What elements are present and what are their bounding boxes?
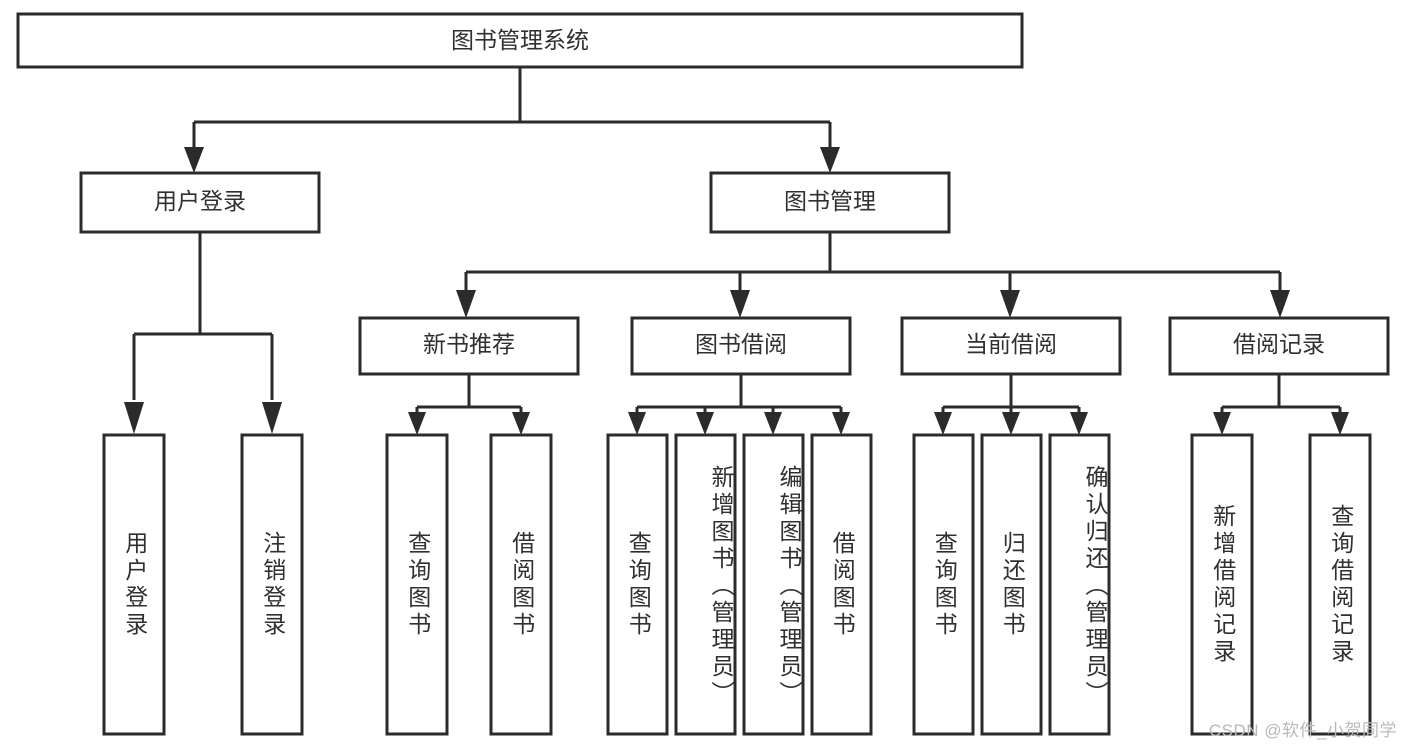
leaf-newbook-query-textwrap: 查询图书 (404, 530, 431, 639)
leaf-currentborrow-return-textwrap: 归还图书 (999, 530, 1026, 639)
leaf-bookborrow-query-box[interactable] (606, 433, 669, 736)
leaf-currentborrow-confirm-box[interactable] (1048, 433, 1111, 736)
node-root[interactable]: 图书管理系统 (16, 12, 1024, 69)
leaf-newbook-query-box[interactable] (385, 433, 449, 736)
leaf-currentborrow-return[interactable]: 归还图书 (980, 433, 1043, 736)
leaf-user-login-login-label: 用户登录 (121, 530, 148, 639)
arrow-cb-leaf3-icon (1070, 412, 1088, 435)
arrow-br-leaf1-icon (1213, 412, 1231, 435)
leaf-bookborrow-edit-label: 编辑图书（管理员） (776, 465, 802, 708)
arrow-br-leaf2-icon (1331, 412, 1349, 435)
node-current-borrow[interactable]: 当前借阅 (900, 316, 1122, 376)
arrow-cb-leaf1-icon (934, 412, 952, 435)
leaf-bookborrow-borrow-label: 借阅图书 (829, 530, 856, 639)
node-borrow-record-box[interactable] (1168, 316, 1390, 376)
leaf-newbook-query[interactable]: 查询图书 (385, 433, 449, 736)
leaf-bookborrow-add-box[interactable] (674, 433, 737, 736)
arrow-to-new-book-icon (456, 290, 476, 318)
arrow-cb-leaf2-icon (1002, 412, 1020, 435)
leaf-borrowrecord-add[interactable]: 新增借阅记录 (1190, 433, 1254, 736)
leaf-user-login-login-box[interactable] (102, 433, 166, 736)
node-current-borrow-box[interactable] (900, 316, 1122, 376)
leaf-user-login-logout[interactable]: 注销登录 (240, 433, 304, 736)
node-book-manage-box[interactable] (709, 171, 951, 234)
arrow-to-book-manage-icon (820, 147, 840, 173)
leaf-bookborrow-edit[interactable]: 编辑图书（管理员） (742, 433, 805, 736)
arrow-bb-leaf1-icon (628, 412, 646, 435)
leaf-currentborrow-confirm-textwrap: 确认归还（管理员） (1082, 465, 1108, 708)
arrow-bb-leaf3-icon (764, 412, 782, 435)
node-user-login-label: 用户登录 (154, 188, 246, 214)
node-book-borrow-label: 图书借阅 (695, 331, 787, 357)
leaf-bookborrow-query[interactable]: 查询图书 (606, 433, 669, 736)
arrow-to-user-login-icon (184, 147, 204, 173)
leaf-bookborrow-query-textwrap: 查询图书 (625, 530, 652, 639)
node-new-book-recommend[interactable]: 新书推荐 (358, 316, 580, 376)
leaf-bookborrow-query-label: 查询图书 (625, 530, 652, 639)
leaf-newbook-borrow[interactable]: 借阅图书 (489, 433, 553, 736)
leaf-bookborrow-borrow-box[interactable] (810, 433, 873, 736)
leaf-bookborrow-add-textwrap: 新增图书（管理员） (708, 465, 734, 708)
leaf-newbook-borrow-textwrap: 借阅图书 (508, 530, 535, 639)
leaf-borrowrecord-query[interactable]: 查询借阅记录 (1308, 433, 1372, 736)
leaf-currentborrow-query-label: 查询图书 (931, 530, 958, 639)
node-user-login[interactable]: 用户登录 (79, 171, 321, 234)
node-new-book-recommend-box[interactable] (358, 316, 580, 376)
node-current-borrow-label: 当前借阅 (965, 331, 1057, 357)
leaf-currentborrow-query[interactable]: 查询图书 (912, 433, 975, 736)
arrow-newbook-leaf1-icon (408, 412, 426, 435)
node-user-login-box[interactable] (79, 171, 321, 234)
leaf-user-login-logout-textwrap: 注销登录 (259, 530, 286, 639)
leaf-user-login-logout-label: 注销登录 (259, 530, 286, 639)
leaf-user-login-login[interactable]: 用户登录 (102, 433, 166, 736)
connector-layer (124, 67, 1349, 435)
leaf-currentborrow-return-box[interactable] (980, 433, 1043, 736)
arrow-newbook-leaf2-icon (512, 412, 530, 435)
arrow-bb-leaf2-icon (696, 412, 714, 435)
leaf-currentborrow-confirm[interactable]: 确认归还（管理员） (1048, 433, 1111, 736)
leaf-bookborrow-add-label: 新增图书（管理员） (708, 465, 734, 708)
leaf-bookborrow-borrow[interactable]: 借阅图书 (810, 433, 873, 736)
arrow-to-book-borrow-icon (730, 290, 750, 318)
node-new-book-recommend-label: 新书推荐 (423, 331, 515, 357)
leaf-borrowrecord-add-box[interactable] (1190, 433, 1254, 736)
leaf-bookborrow-add[interactable]: 新增图书（管理员） (674, 433, 737, 736)
leaf-borrowrecord-query-box[interactable] (1308, 433, 1372, 736)
node-root-label: 图书管理系统 (451, 27, 589, 53)
node-book-manage[interactable]: 图书管理 (709, 171, 951, 234)
arrow-userlogin-leaf2-icon (262, 402, 282, 434)
leaf-borrowrecord-query-label: 查询借阅记录 (1327, 503, 1354, 666)
node-root-box[interactable] (16, 12, 1024, 69)
node-borrow-record[interactable]: 借阅记录 (1168, 316, 1390, 376)
leaf-borrowrecord-add-label: 新增借阅记录 (1209, 503, 1236, 666)
node-book-borrow[interactable]: 图书借阅 (630, 316, 852, 376)
leaf-currentborrow-query-textwrap: 查询图书 (931, 530, 958, 639)
leaf-currentborrow-return-label: 归还图书 (999, 530, 1026, 639)
arrow-bb-leaf4-icon (832, 412, 850, 435)
leaf-bookborrow-edit-textwrap: 编辑图书（管理员） (776, 465, 802, 708)
leaf-borrowrecord-query-textwrap: 查询借阅记录 (1327, 503, 1354, 666)
leaf-user-login-logout-box[interactable] (240, 433, 304, 736)
leaf-newbook-borrow-label: 借阅图书 (508, 530, 535, 639)
leaf-borrowrecord-add-textwrap: 新增借阅记录 (1209, 503, 1236, 666)
arrow-userlogin-leaf1-icon (124, 402, 144, 434)
arrow-to-current-borrow-icon (1000, 290, 1020, 318)
node-borrow-record-label: 借阅记录 (1233, 331, 1325, 357)
leaf-bookborrow-borrow-textwrap: 借阅图书 (829, 530, 856, 639)
node-book-borrow-box[interactable] (630, 316, 852, 376)
leaf-newbook-query-label: 查询图书 (404, 530, 431, 639)
leaf-currentborrow-query-box[interactable] (912, 433, 975, 736)
arrow-to-borrow-record-icon (1270, 290, 1290, 318)
leaf-user-login-login-textwrap: 用户登录 (121, 530, 148, 639)
leaf-bookborrow-edit-box[interactable] (742, 433, 805, 736)
node-book-manage-label: 图书管理 (784, 188, 876, 214)
leaf-newbook-borrow-box[interactable] (489, 433, 553, 736)
leaf-currentborrow-confirm-label: 确认归还（管理员） (1082, 465, 1108, 708)
